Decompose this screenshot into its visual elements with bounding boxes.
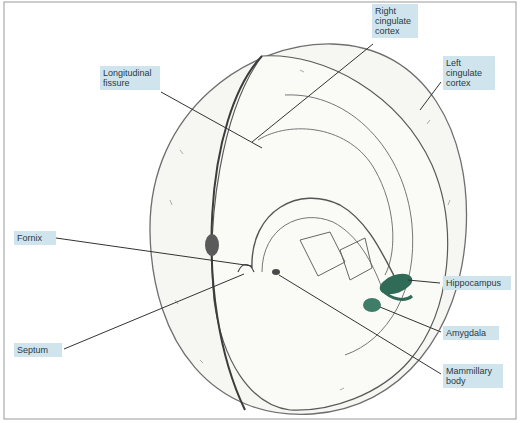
thalamus-outline bbox=[300, 232, 345, 276]
label-box: Mammillary body bbox=[443, 364, 503, 388]
leader-lines bbox=[56, 44, 441, 374]
hippocampus-tail bbox=[382, 290, 412, 299]
part-label: Longitudinal fissure bbox=[103, 68, 157, 88]
thalamus-outline bbox=[340, 238, 372, 280]
left-hemisphere-section bbox=[212, 56, 448, 410]
mammillary-body bbox=[272, 269, 280, 275]
leader-line bbox=[279, 275, 441, 374]
label-box: Hippocampus bbox=[443, 276, 511, 290]
fornix-arc bbox=[252, 198, 398, 283]
leader-line bbox=[380, 307, 441, 332]
right-hemisphere bbox=[150, 44, 467, 414]
part-label: Amygdala bbox=[446, 328, 496, 338]
corpus-callosum bbox=[258, 129, 393, 275]
cingulate-border bbox=[285, 95, 413, 355]
fornix-arc-inner bbox=[262, 218, 382, 288]
stipple bbox=[170, 70, 450, 390]
part-label: Septum bbox=[17, 345, 59, 355]
leader-line bbox=[420, 82, 441, 110]
leader-line bbox=[64, 274, 244, 349]
label-box: Left cingulate cortex bbox=[443, 56, 495, 90]
leader-line bbox=[161, 92, 262, 148]
leader-line bbox=[408, 280, 440, 283]
longitudinal-fissure bbox=[211, 56, 262, 410]
leader-line bbox=[56, 238, 252, 266]
label-box: Septum bbox=[14, 343, 62, 357]
part-label: Left cingulate cortex bbox=[446, 58, 492, 88]
amygdala bbox=[363, 298, 381, 312]
label-box: Right cingulate cortex bbox=[372, 4, 418, 38]
stipple-marks bbox=[170, 70, 450, 390]
label-box: Amygdala bbox=[443, 326, 499, 340]
frame bbox=[4, 2, 516, 419]
part-label: Hippocampus bbox=[446, 278, 508, 288]
label-box: Longitudinal fissure bbox=[100, 66, 160, 90]
label-box: Fornix bbox=[14, 231, 56, 245]
part-label: Right cingulate cortex bbox=[375, 6, 415, 36]
leader-line bbox=[252, 44, 373, 142]
part-label: Fornix bbox=[17, 233, 53, 243]
part-label: Mammillary body bbox=[446, 366, 500, 386]
ventricle bbox=[205, 234, 219, 256]
hippocampus bbox=[377, 270, 415, 299]
